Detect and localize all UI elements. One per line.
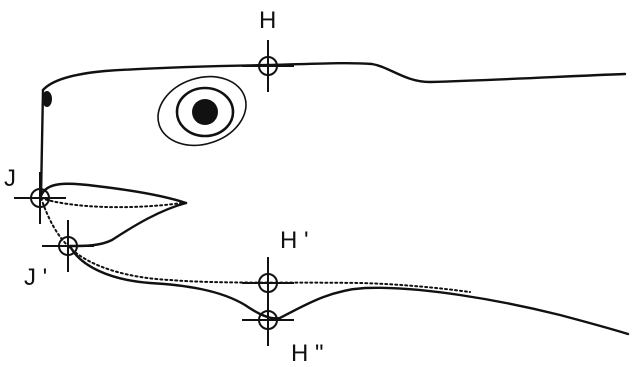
snout-outline: [41, 90, 43, 196]
landmark-j-crosshair: [14, 172, 66, 224]
dotted-mouth-line: [41, 198, 182, 207]
landmark-h-double-prime-crosshair: [242, 294, 294, 346]
dorsal-outline: [43, 63, 625, 90]
landmark-label-h: H: [259, 9, 276, 33]
landmark-label-h-double-prime: H ": [291, 342, 324, 366]
ventral-outline: [70, 246, 628, 334]
upper-jaw-outline: [41, 184, 186, 203]
landmark-label-j: J: [4, 167, 16, 191]
nostril-mark: [42, 91, 52, 107]
landmark-h-crosshair: [242, 40, 294, 92]
landmark-label-j-prime: J ': [24, 266, 47, 290]
eye-icon: [149, 66, 255, 157]
landmark-label-h-prime: H ': [280, 229, 309, 253]
mouth-flap-outline: [70, 203, 186, 246]
